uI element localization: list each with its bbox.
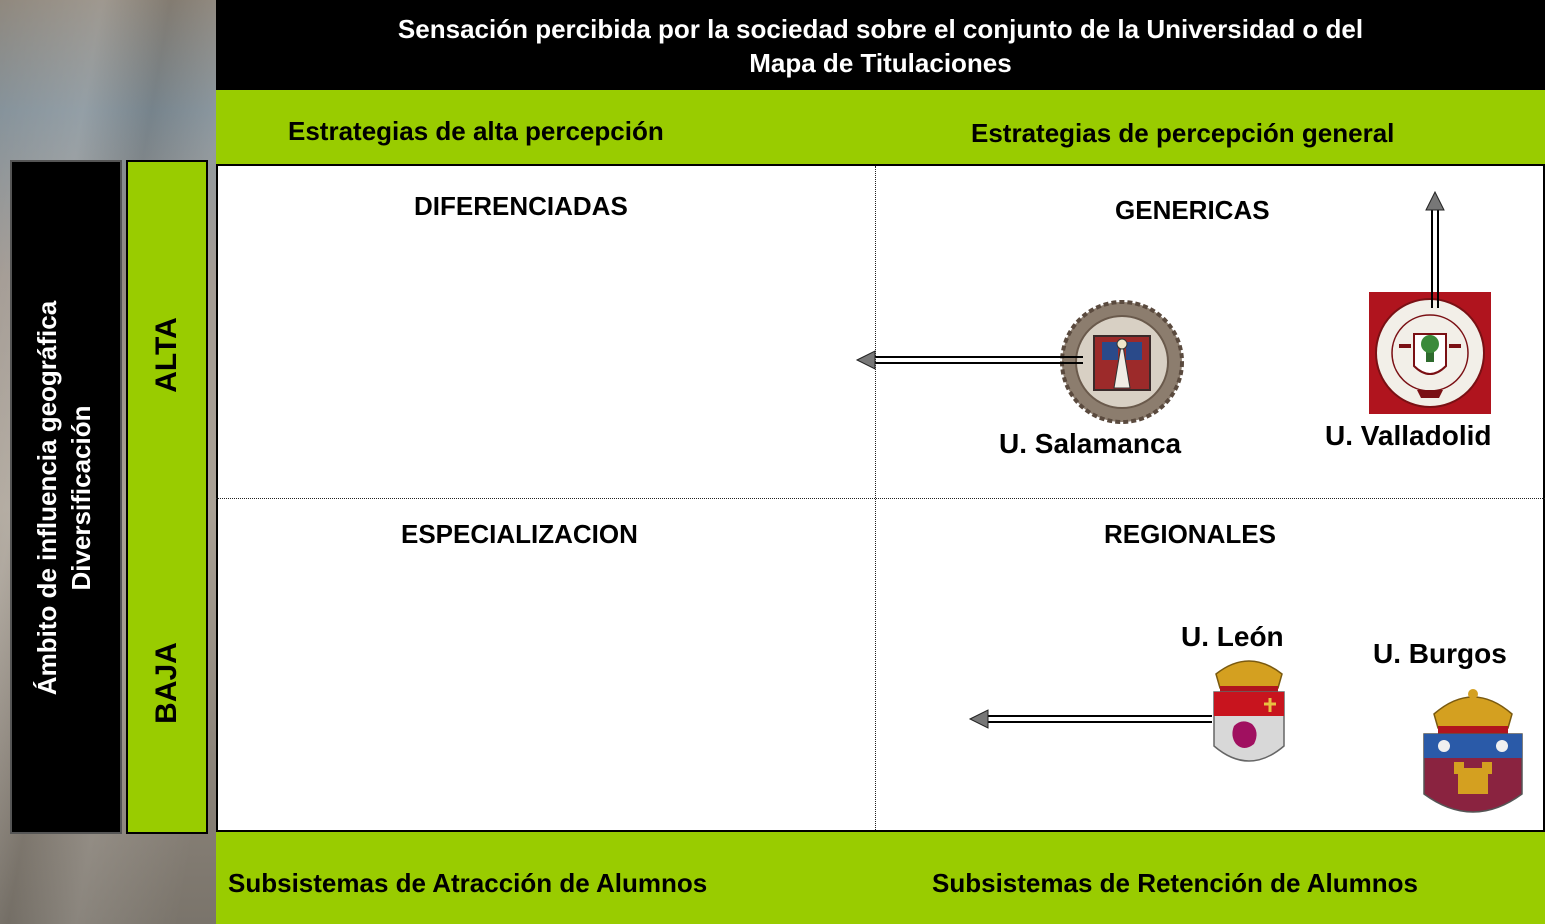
- strategy-matrix: [216, 164, 1545, 830]
- horizontal-divider: [216, 498, 1545, 499]
- strategy-general-perception-label: Estrategias de percepción general: [971, 118, 1395, 148]
- level-alta: ALTA: [150, 317, 183, 393]
- subsystems-bar: [216, 830, 1545, 924]
- title-line-2: Mapa de Titulaciones: [749, 48, 1012, 78]
- title-bar: Sensación percibida por la sociedad sobr…: [216, 0, 1545, 90]
- strategies-bar: [216, 90, 1545, 164]
- strategy-high-perception-label: Estrategias de alta percepción: [288, 116, 664, 146]
- vertical-axis-title-line-1: Ámbito de influencia geográfica: [32, 300, 62, 696]
- salamanca-seal-icon: [1060, 300, 1184, 424]
- burgos-coat-of-arms-icon: [1423, 689, 1523, 813]
- valladolid-seal-icon: [1369, 292, 1491, 414]
- subsystem-attraction-label: Subsistemas de Atracción de Alumnos: [228, 868, 708, 898]
- valladolid-arrow: [1425, 190, 1445, 308]
- vertical-level-panel: [126, 160, 208, 834]
- title-line-1: Sensación percibida por la sociedad sobr…: [397, 14, 1364, 44]
- quadrant-genericas: GENERICAS: [1115, 195, 1270, 225]
- subsystem-retention-label: Subsistemas de Retención de Alumnos: [932, 868, 1418, 898]
- label-burgos: U. Burgos: [1373, 638, 1507, 669]
- level-baja: BAJA: [150, 642, 183, 724]
- vertical-axis-title: Ámbito de influencia geográfica Diversif…: [30, 178, 100, 818]
- label-valladolid: U. Valladolid: [1325, 420, 1492, 451]
- vertical-axis-panel: [10, 160, 122, 834]
- quadrant-diferenciadas: DIFERENCIADAS: [414, 191, 628, 221]
- salamanca-arrow: [855, 350, 1083, 370]
- quadrant-especializacion: ESPECIALIZACION: [401, 519, 638, 549]
- label-leon: U. León: [1181, 621, 1284, 652]
- quadrant-regionales: REGIONALES: [1104, 519, 1276, 549]
- leon-arrow: [968, 709, 1212, 729]
- leon-coat-of-arms-icon: [1213, 660, 1285, 762]
- label-salamanca: U. Salamanca: [999, 428, 1182, 459]
- vertical-axis-title-line-2: Diversificación: [66, 405, 96, 591]
